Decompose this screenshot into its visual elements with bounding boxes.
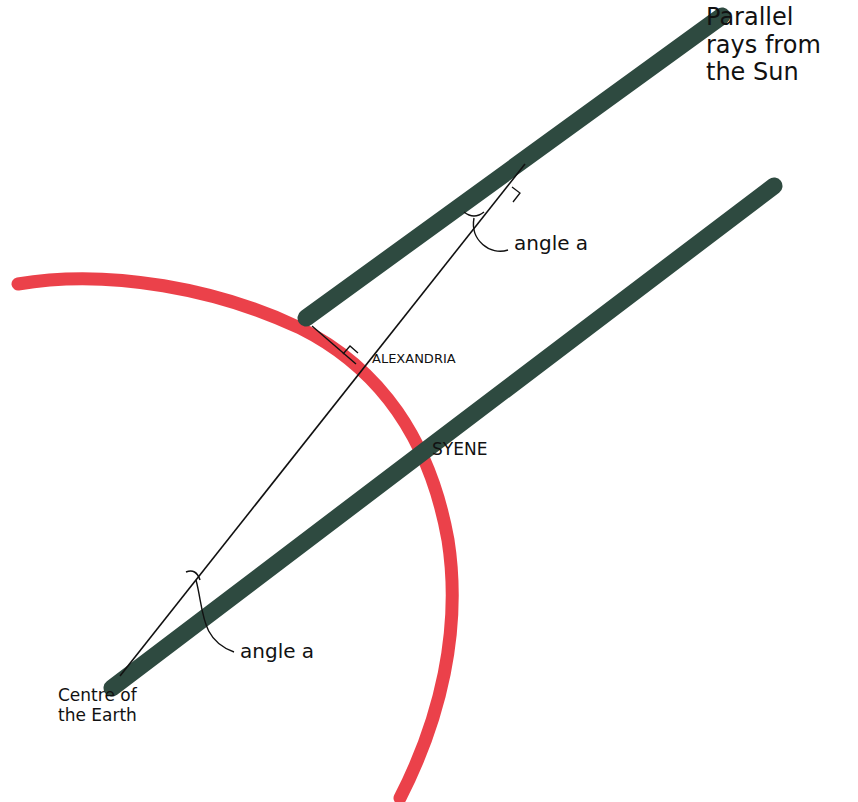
right-angle-mark [512,187,520,202]
sun-ray [112,186,774,688]
ray-label: Parallel rays from the Sun [706,4,826,87]
centre-label: Centre of the Earth [58,686,168,725]
place-label: ALEXANDRIA [372,352,456,367]
angle-label: angle a [240,640,314,663]
right-angle-mark [343,346,358,354]
leader-line [196,580,234,652]
vertical-line [120,164,525,676]
sun-ray [306,16,722,318]
leader-line [473,218,508,251]
angle-arc [464,212,484,216]
angle-arc [186,571,200,580]
angle-label: angle a [514,232,588,255]
perpendicular-line [312,326,356,364]
place-label: SYENE [432,440,487,460]
